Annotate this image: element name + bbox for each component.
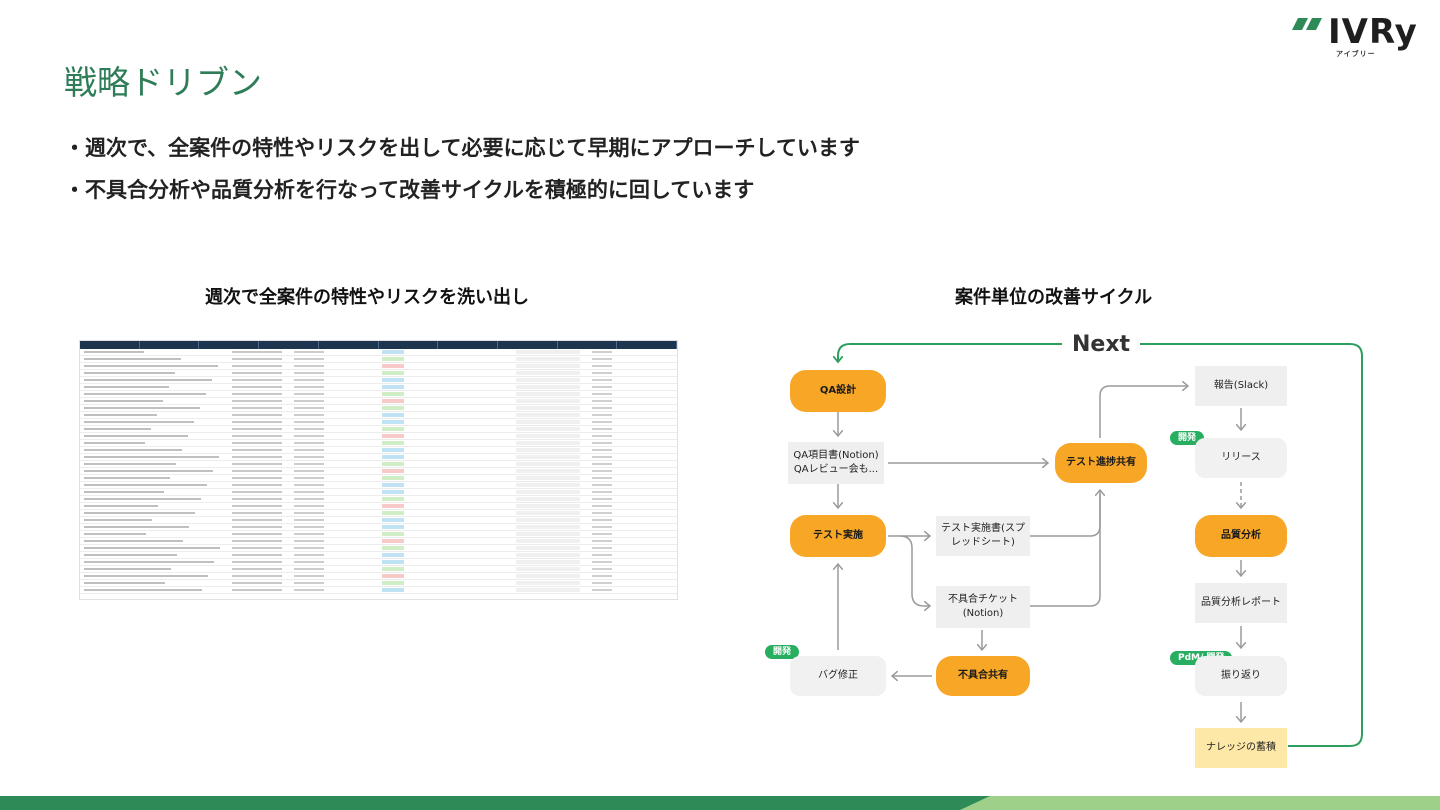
- test-exec-node: テスト実施: [790, 515, 886, 557]
- bug-ticket-line1: 不具合チケット: [948, 594, 1018, 605]
- footer-accent: [960, 796, 1440, 810]
- sheet-row: [80, 496, 677, 503]
- sheet-row: [80, 384, 677, 391]
- test-doc-line1: テスト実施書(スプ: [941, 523, 1025, 534]
- sheet-row: [80, 538, 677, 545]
- sheet-row: [80, 580, 677, 587]
- logo-mark-icon: [1292, 18, 1322, 30]
- qa-docs-line2: QAレビュー会も...: [793, 464, 879, 475]
- sheet-row: [80, 552, 677, 559]
- sheet-row: [80, 454, 677, 461]
- sheet-row: [80, 566, 677, 573]
- qa-docs-line1: QA項目書(Notion): [793, 450, 879, 461]
- sheet-row: [80, 573, 677, 580]
- brand-logo: IVRy アイブリー: [1290, 12, 1420, 60]
- left-heading: 週次で全案件の特性やリスクを洗い出し: [205, 287, 529, 308]
- report-node: 報告(Slack): [1195, 366, 1287, 406]
- sheet-row: [80, 440, 677, 447]
- sheet-row: [80, 503, 677, 510]
- badge-dev-release: 開発: [1170, 431, 1205, 445]
- sheet-row: [80, 356, 677, 363]
- sheet-row: [80, 545, 677, 552]
- bullet-analysis: ・不具合分析や品質分析を行なって改善サイクルを積極的に回しています: [64, 178, 755, 202]
- badge-dev-bugfix: 開発: [765, 645, 800, 659]
- next-label: Next: [1062, 332, 1141, 357]
- brand-name: IVRy: [1328, 12, 1418, 52]
- sheet-row: [80, 482, 677, 489]
- quality-analysis-node: 品質分析: [1195, 515, 1287, 557]
- bug-fix-node: バグ修正: [790, 656, 886, 696]
- retro-node: 振り返り: [1195, 656, 1287, 696]
- sheet-row: [80, 349, 677, 356]
- sheet-row: [80, 447, 677, 454]
- sheet-row: [80, 531, 677, 538]
- test-doc-line2: レッドシート): [951, 537, 1015, 548]
- spreadsheet-screenshot: [79, 340, 678, 600]
- sheet-row: [80, 461, 677, 468]
- right-heading: 案件単位の改善サイクル: [955, 287, 1153, 308]
- sheet-row: [80, 412, 677, 419]
- sheet-row: [80, 363, 677, 370]
- sheet-row: [80, 587, 677, 594]
- sheet-row: [80, 510, 677, 517]
- sheet-row: [80, 405, 677, 412]
- sheet-row: [80, 370, 677, 377]
- bug-share-node: 不具合共有: [936, 656, 1030, 696]
- sheet-row: [80, 433, 677, 440]
- quality-report-node: 品質分析レポート: [1195, 583, 1287, 623]
- sheet-row: [80, 489, 677, 496]
- test-doc-node: テスト実施書(スプ レッドシート): [936, 516, 1030, 556]
- bug-ticket-line2: (Notion): [962, 608, 1004, 619]
- sheet-row: [80, 524, 677, 531]
- knowledge-node: ナレッジの蓄積: [1195, 728, 1287, 768]
- qa-docs-node: QA項目書(Notion) QAレビュー会も...: [788, 442, 884, 484]
- bug-ticket-node: 不具合チケット (Notion): [936, 586, 1030, 628]
- sheet-row: [80, 377, 677, 384]
- sheet-row: [80, 468, 677, 475]
- sheet-row: [80, 398, 677, 405]
- sheet-row: [80, 391, 677, 398]
- sheet-row: [80, 426, 677, 433]
- brand-sub: アイブリー: [1336, 50, 1376, 58]
- page-title: 戦略ドリブン: [64, 63, 262, 102]
- footer-bar: [0, 796, 1000, 810]
- sheet-row: [80, 475, 677, 482]
- sheet-header: [80, 341, 677, 349]
- progress-share-node: テスト進捗共有: [1055, 443, 1147, 483]
- sheet-row: [80, 559, 677, 566]
- bullet-weekly: ・週次で、全案件の特性やリスクを出して必要に応じて早期にアプローチしています: [64, 136, 860, 160]
- sheet-row: [80, 419, 677, 426]
- qa-design-node: QA設計: [790, 370, 886, 412]
- sheet-row: [80, 517, 677, 524]
- release-node: リリース: [1195, 438, 1287, 478]
